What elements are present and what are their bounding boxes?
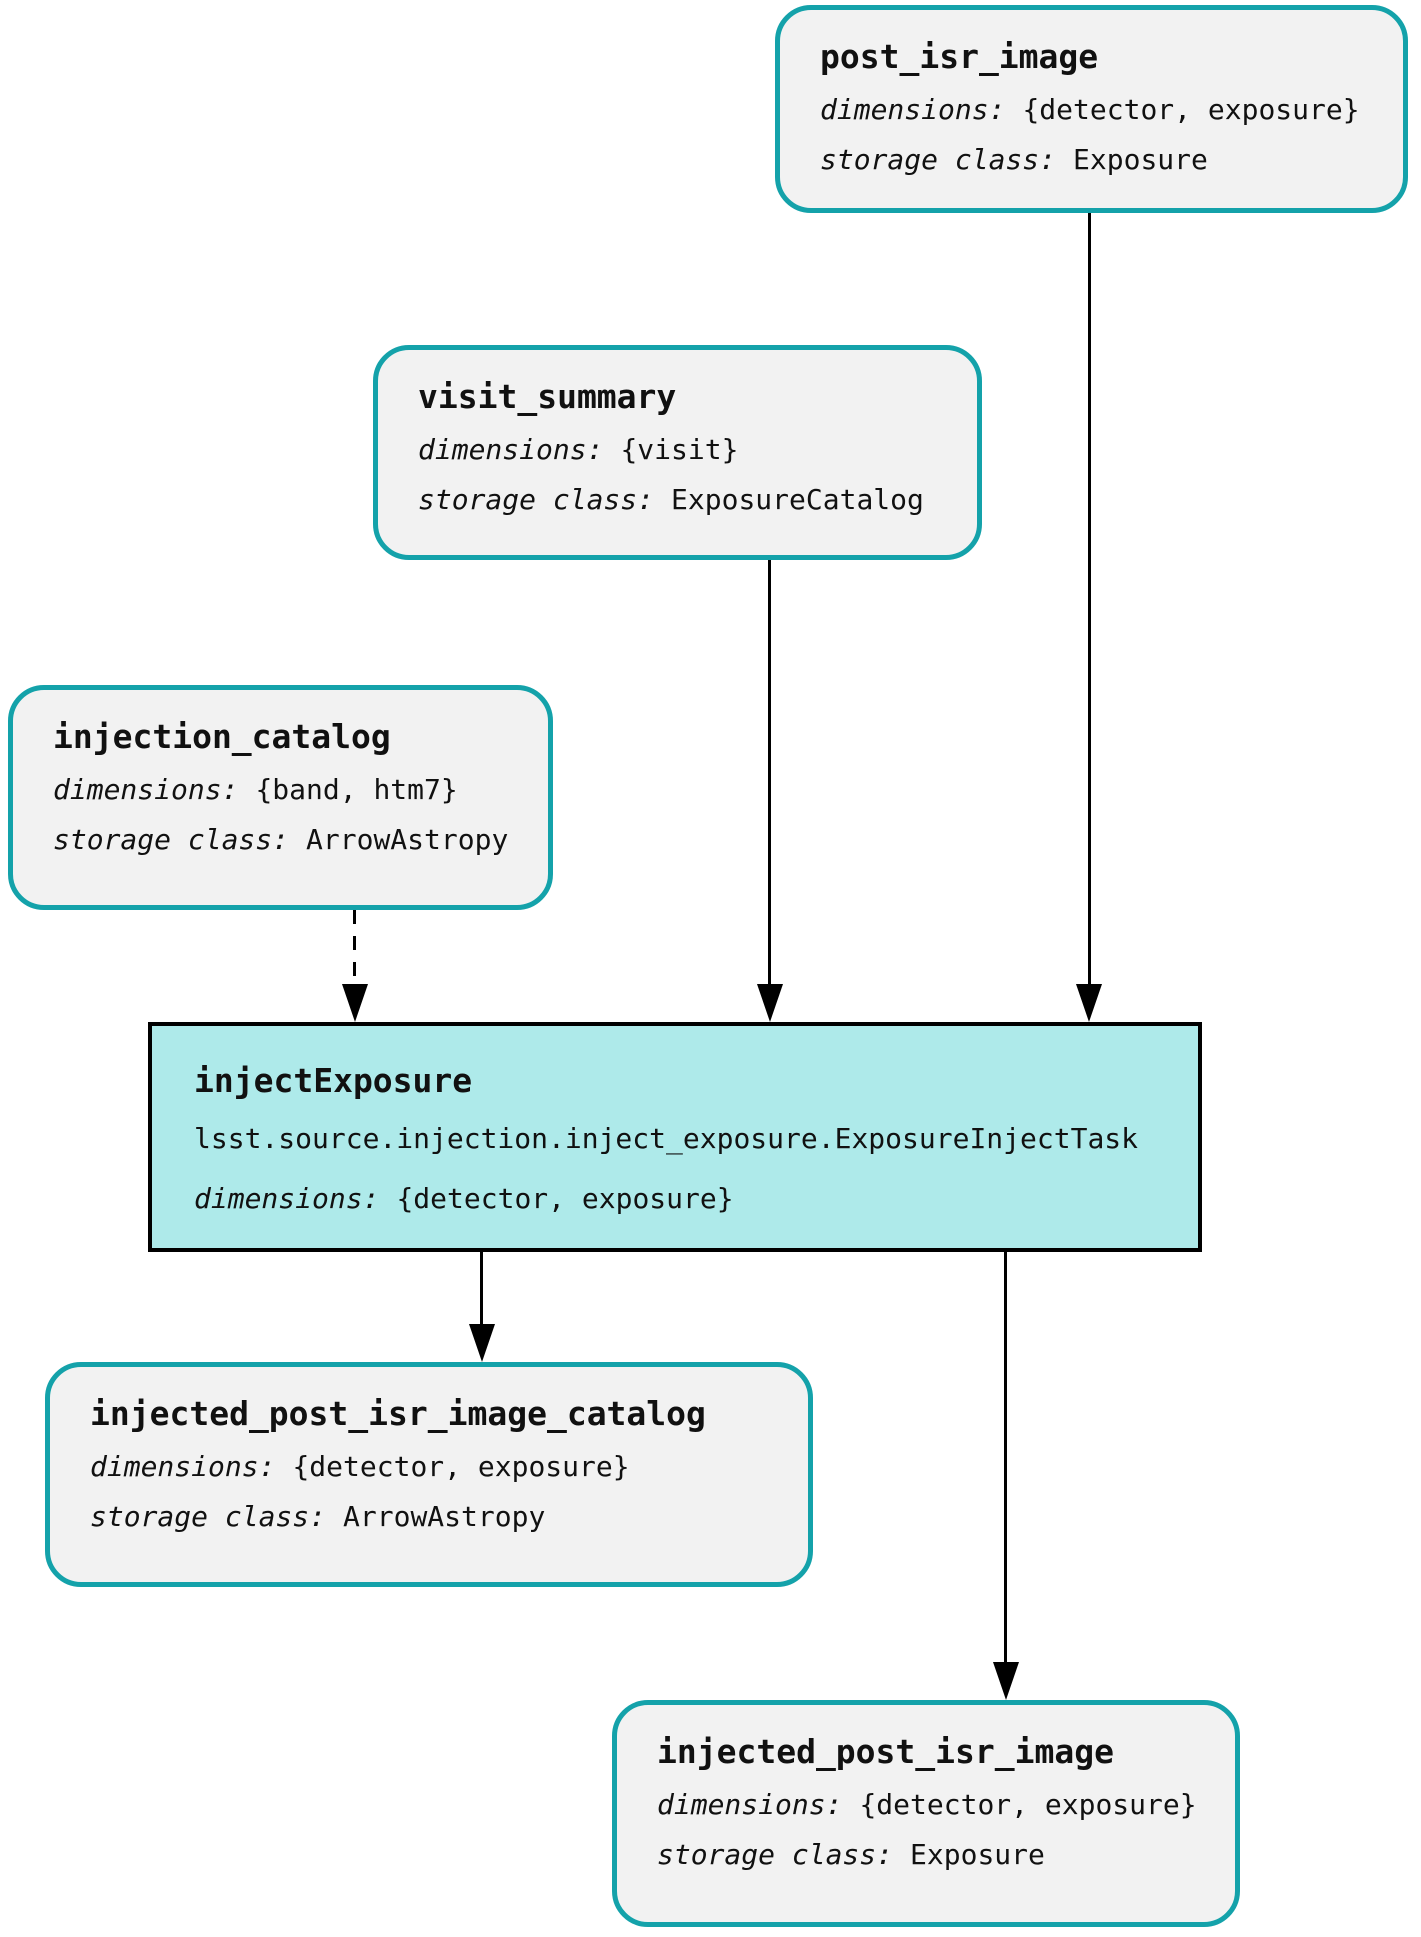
node-injectExposure: injectExposure lsst.source.injection.inj… — [148, 1022, 1202, 1252]
node-storage-class: storage class: Exposure — [657, 1837, 1045, 1871]
node-post_isr_image: post_isr_image dimensions: {detector, ex… — [775, 5, 1408, 213]
node-visit_summary: visit_summary dimensions: {visit} storag… — [373, 345, 982, 560]
edge-line — [1088, 213, 1091, 984]
node-dimensions: dimensions: {detector, exposure} — [90, 1449, 630, 1483]
arrowhead-icon — [993, 1662, 1019, 1700]
node-dimensions: dimensions: {detector, exposure} — [820, 92, 1360, 126]
edge-line-dashed — [353, 910, 356, 984]
node-dimensions: dimensions: {detector, exposure} — [194, 1181, 734, 1215]
node-storage-class: storage class: Exposure — [820, 142, 1208, 176]
node-injection_catalog: injection_catalog dimensions: {band, htm… — [8, 685, 553, 910]
edge-line — [480, 1252, 483, 1324]
node-storage-class: storage class: ArrowAstropy — [53, 822, 509, 856]
node-title: injected_post_isr_image — [657, 1731, 1114, 1771]
node-dimensions: dimensions: {band, htm7} — [53, 772, 458, 806]
node-dimensions: dimensions: {detector, exposure} — [657, 1787, 1197, 1821]
edge-line — [768, 560, 771, 984]
node-storage-class: storage class: ExposureCatalog — [418, 482, 924, 516]
node-title: injected_post_isr_image_catalog — [90, 1393, 706, 1433]
node-storage-class: storage class: ArrowAstropy — [90, 1499, 546, 1533]
node-title: injection_catalog — [53, 716, 391, 756]
node-injected_post_isr_image: injected_post_isr_image dimensions: {det… — [612, 1700, 1240, 1927]
node-title: post_isr_image — [820, 36, 1099, 76]
arrowhead-icon — [469, 1324, 495, 1362]
edge-line — [1004, 1252, 1007, 1662]
node-title: injectExposure — [194, 1060, 473, 1100]
node-dimensions: dimensions: {visit} — [418, 432, 739, 466]
node-title: visit_summary — [418, 376, 677, 416]
node-injected_post_isr_image_catalog: injected_post_isr_image_catalog dimensio… — [45, 1362, 813, 1587]
arrowhead-icon — [1076, 984, 1102, 1022]
node-task-class: lsst.source.injection.inject_exposure.Ex… — [194, 1121, 1139, 1155]
arrowhead-icon — [757, 984, 783, 1022]
arrowhead-icon — [342, 984, 368, 1022]
